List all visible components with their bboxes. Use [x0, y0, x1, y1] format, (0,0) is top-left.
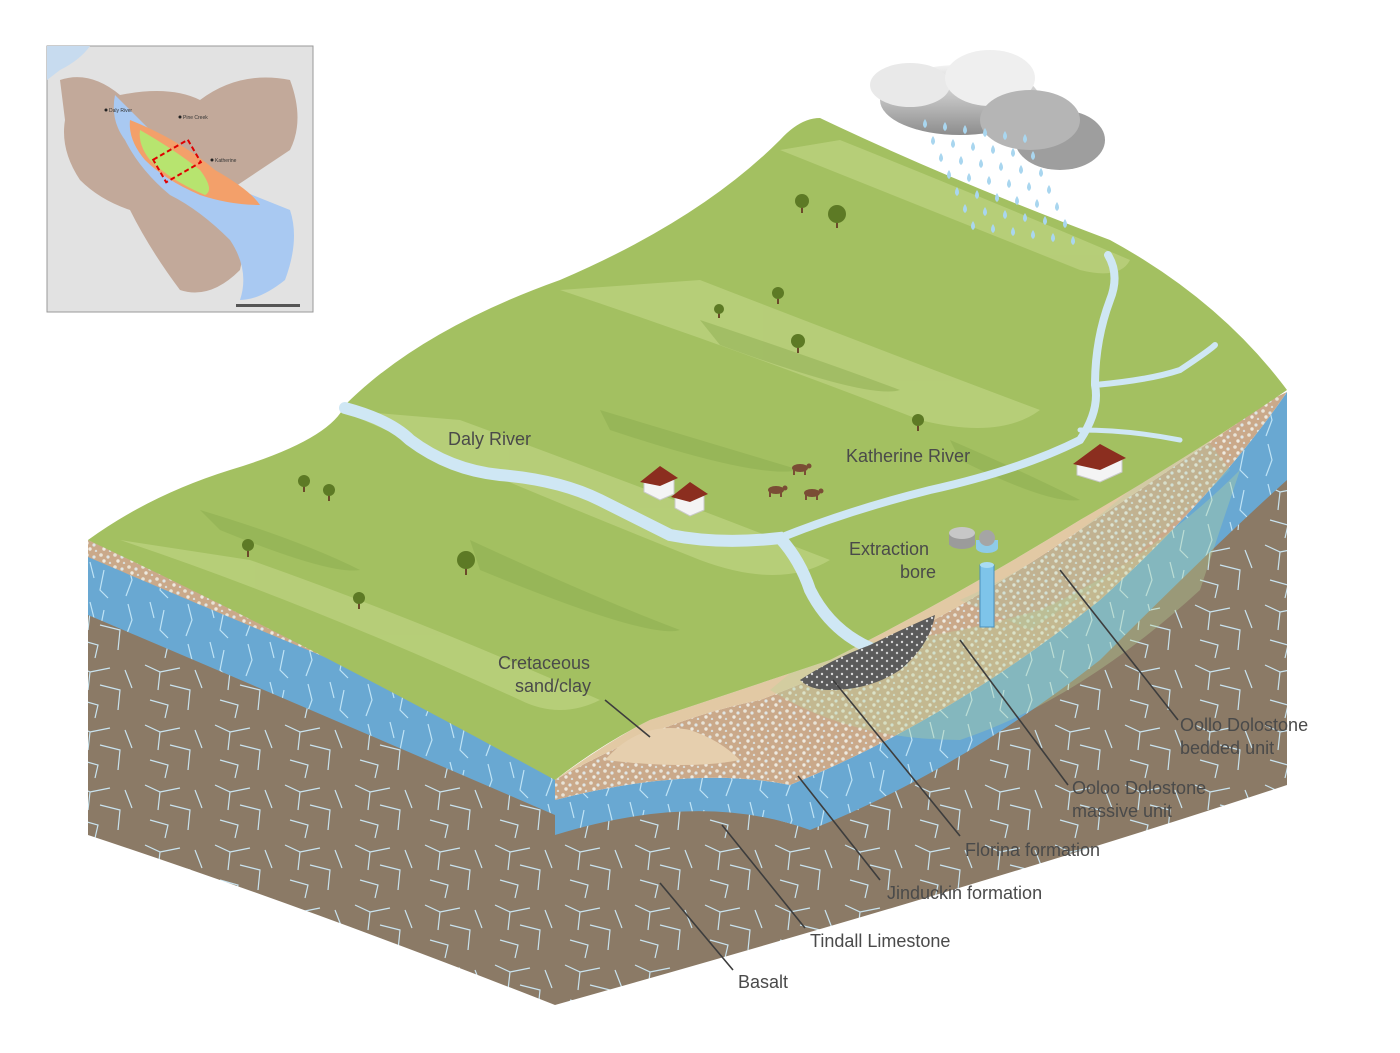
rain-drop-icon: [983, 207, 987, 216]
rain-drop-icon: [1031, 151, 1035, 160]
rain-drop-icon: [947, 170, 951, 179]
rain-drop-icon: [1027, 182, 1031, 191]
rain-drop-icon: [1011, 227, 1015, 236]
rain-drop-icon: [971, 142, 975, 151]
tree-icon: [795, 194, 809, 213]
inset-label-katherine: Katherine: [215, 158, 237, 164]
rain-drop-icon: [967, 173, 971, 182]
rivers: [339, 251, 1218, 654]
rain-drop-icon: [1023, 134, 1027, 143]
rain-drop-icon: [951, 139, 955, 148]
rain-drop-icon: [983, 128, 987, 137]
rain-drop-icon: [999, 162, 1003, 171]
rain-drop-icon: [955, 187, 959, 196]
tree-icon: [791, 334, 805, 353]
label-katherine-river: Katherine River: [846, 446, 970, 466]
rain-drop-icon: [943, 122, 947, 131]
orange-zone: [129, 120, 260, 205]
rain-drop-icon: [1019, 165, 1023, 174]
rain-drop-icon: [995, 193, 999, 202]
cow-icon: [792, 463, 812, 475]
rain-drop-icon: [1047, 185, 1051, 194]
terrain-dark-ridges: [200, 320, 1080, 632]
rain-drop-icon: [939, 153, 943, 162]
rain-drop-icon: [963, 125, 967, 134]
rain-drop-icon: [1011, 148, 1015, 157]
cow-icon: [768, 485, 788, 497]
rain-cloud-icon: [870, 50, 1105, 170]
study-area-box: [151, 138, 203, 184]
scale-bar: [236, 304, 300, 307]
rain-drop-icon: [1007, 179, 1011, 188]
rain-drop-icon: [1003, 210, 1007, 219]
label-daly-river: Daly River: [448, 429, 531, 449]
rain-drop-icon: [1063, 219, 1067, 228]
rain-drop-icon: [1015, 196, 1019, 205]
katherine-river-channel: [776, 251, 1119, 542]
rain-drop-icon: [1003, 131, 1007, 140]
label-extraction-bore-1: Extraction: [849, 539, 929, 559]
cattle: [768, 463, 824, 500]
tree-icon: [828, 205, 846, 228]
tree-icon: [242, 539, 254, 557]
extraction-bore: [949, 527, 998, 628]
label-extraction-bore-2: bore: [900, 562, 936, 582]
inset-map: Daly River Pine Creek Katherine: [46, 45, 314, 313]
label-florina: Florina formation: [965, 840, 1100, 860]
rain-drop-icon: [991, 224, 995, 233]
label-ooloo-massive-1: Ooloo Dolostone: [1072, 778, 1206, 798]
house-icon: [640, 466, 678, 501]
label-jinduckin: Jinduckin formation: [887, 883, 1042, 903]
rain-drop-icon: [1055, 202, 1059, 211]
daly-river-channel: [339, 402, 876, 654]
label-oollo-bedded-1: Oollo Dolostone: [1180, 715, 1308, 735]
rain-drop-icon: [1031, 230, 1035, 239]
label-cretaceous-2: sand/clay: [515, 676, 591, 696]
labels: Daly River Katherine River Extraction bo…: [448, 429, 1308, 992]
oollo-bedded-overlay: [960, 430, 1230, 630]
rain-drop-icon: [1039, 168, 1043, 177]
label-cretaceous-1: Cretaceous: [498, 653, 590, 673]
rain-drop-icon: [963, 204, 967, 213]
rain-drop-icon: [1051, 233, 1055, 242]
rain-drop-icon: [923, 119, 927, 128]
rain-drop-icon: [971, 221, 975, 230]
label-basalt: Basalt: [738, 972, 788, 992]
cow-icon: [804, 488, 824, 500]
rain-drop-icon: [987, 176, 991, 185]
houses: [640, 444, 1126, 517]
rain-drops: [923, 119, 1075, 245]
leader-lines: [604, 569, 1179, 971]
tree-icon: [912, 414, 924, 431]
rain-drop-icon: [1035, 199, 1039, 208]
rain-drop-icon: [975, 190, 979, 199]
tree-icon: [457, 551, 475, 575]
rain-drop-icon: [979, 159, 983, 168]
label-oollo-bedded-2: bedded unit: [1180, 738, 1274, 758]
green-zone: [139, 130, 209, 195]
rain-drop-icon: [959, 156, 963, 165]
rain-drop-icon: [931, 136, 935, 145]
label-tindall: Tindall Limestone: [810, 931, 950, 951]
rain-drop-icon: [1071, 236, 1075, 245]
terrain-shading: [120, 140, 1130, 710]
ocean: [47, 46, 90, 80]
label-ooloo-massive-2: massive unit: [1072, 801, 1172, 821]
inset-label-pine-creek: Pine Creek: [183, 115, 208, 121]
tree-icon: [323, 484, 335, 501]
house-icon: [671, 482, 708, 517]
cretaceous-sand-mound: [605, 728, 740, 765]
trees: [242, 194, 924, 609]
tree-icon: [772, 287, 784, 304]
rain-drop-icon: [991, 145, 995, 154]
florina-outcrop: [800, 615, 935, 690]
house-icon: [1073, 444, 1126, 483]
rain-drop-icon: [1023, 213, 1027, 222]
rain-drop-icon: [1043, 216, 1047, 225]
inset-label-daly-river: Daly River: [109, 108, 132, 114]
tree-icon: [298, 475, 310, 492]
tree-icon: [714, 304, 724, 318]
tree-icon: [353, 592, 365, 609]
